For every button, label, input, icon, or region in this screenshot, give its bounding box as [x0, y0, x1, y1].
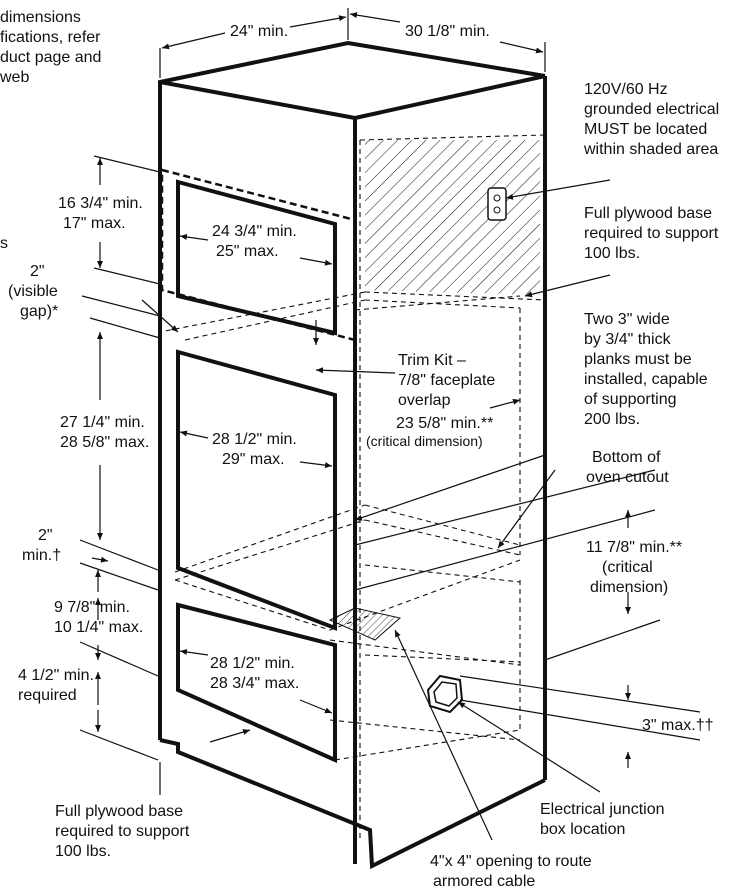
upper-plywood-note: Full plywood base required to support 10…: [584, 205, 723, 262]
middle-cutout-height-label: 27 1/4" min. 28 5/8" max.: [60, 414, 149, 451]
cable-opening: [328, 607, 402, 641]
electrical-shaded-area: [365, 140, 540, 295]
junction-box-label: Electrical junction box location: [540, 801, 669, 838]
dimension-lines: [79, 8, 701, 841]
middle-oven-cutout: [176, 349, 337, 631]
base-height-label: 4 1/2" min. required: [18, 667, 98, 704]
bottom-oven-cutout-label: Bottom of oven cutout: [586, 449, 669, 486]
visible-gap-label: 2" (visible gap)*: [8, 263, 62, 320]
lower-plywood-note: Full plywood base required to support 10…: [55, 803, 194, 860]
trim-kit-label: Trim Kit – 7/8" faceplate overlap: [398, 352, 500, 409]
width-top-label: 24" min.: [230, 23, 288, 40]
below-cutout-height-label: 11 7/8" min.** (critical dimension): [586, 539, 687, 596]
middle-cutout-width-label: 28 1/2" min. 29" max.: [212, 431, 301, 468]
lower-opening-height-label: 9 7/8" min. 10 1/4" max.: [54, 599, 143, 636]
junction-box-icon: [426, 674, 464, 714]
trim-kit-outline: [160, 168, 357, 342]
lower-opening-width-label: 28 1/2" min. 28 3/4" max.: [210, 655, 299, 692]
hidden-interior-lines: [159, 134, 546, 840]
spacing-2in-label: 2" min.†: [22, 527, 61, 564]
diagram-labels: dimensions fications, refer duct page an…: [0, 9, 724, 890]
depth-mid-label: 23 5/8" min.** (critical dimension): [366, 415, 498, 449]
left-edge-letter: s: [0, 235, 8, 252]
outlet-icon: [487, 187, 507, 221]
lower-drawer-opening: [176, 602, 337, 764]
upper-oven-cutout: [176, 179, 337, 336]
electrical-note: 120V/60 Hz grounded electrical MUST be l…: [583, 81, 724, 158]
max-3in-label: 3" max.††: [642, 717, 714, 734]
top-left-note: dimensions fications, refer duct page an…: [0, 9, 106, 86]
cable-opening-label: 4"x 4" opening to route armored cable: [430, 853, 596, 890]
upper-cutout-width-label: 24 3/4" min. 25" max.: [212, 223, 301, 260]
upper-cutout-height-label: 16 3/4" min. 17" max.: [58, 195, 147, 232]
planks-note: Two 3" wide by 3/4" thick planks must be…: [584, 311, 712, 428]
depth-top-label: 30 1/8" min.: [405, 23, 490, 40]
